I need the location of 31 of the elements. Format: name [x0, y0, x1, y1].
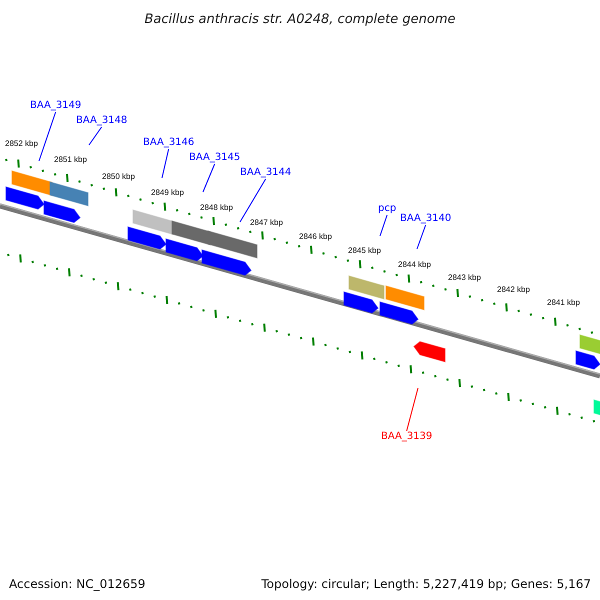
- position-tick-label: 2852 kbp: [5, 139, 38, 149]
- leader-line: [38, 112, 56, 162]
- position-tick-label: 2842 kbp: [497, 285, 530, 295]
- footer-text: Topology: circular; Length: 5,227,419 bp; Genes: 5,167: [261, 576, 591, 593]
- gene-label: BAA_3149: [30, 100, 82, 112]
- position-tick-label: 2848 kbp: [200, 203, 233, 213]
- title: Bacillus anthracis str. A0248, complete genome: [143, 11, 457, 29]
- gene-label: pcp: [378, 203, 396, 215]
- gene-label: BAA_3145: [189, 152, 240, 164]
- leader-line: [416, 224, 426, 250]
- footer-text: Accession: NC_012659: [9, 576, 146, 593]
- leader-line: [406, 388, 418, 432]
- position-tick-label: 2845 kbp: [348, 246, 381, 256]
- leader-line: [88, 126, 102, 146]
- position-tick-label: 2849 kbp: [151, 188, 184, 198]
- gene-label: BAA_3139: [381, 431, 432, 443]
- leader-line: [380, 214, 388, 236]
- position-tick-label: 2850 kbp: [102, 172, 135, 182]
- gene-label: BAA_3148: [76, 115, 128, 127]
- position-tick-label: 2841 kbp: [547, 298, 580, 308]
- position-tick-label: 2843 kbp: [448, 273, 481, 283]
- gene-label: BAA_3146: [143, 137, 194, 149]
- gene-label: BAA_3144: [240, 167, 292, 179]
- gene-label: BAA_3140: [400, 213, 452, 225]
- position-tick-label: 2851 kbp: [54, 155, 87, 165]
- leader-line: [162, 148, 170, 178]
- position-tick-label: 2844 kbp: [398, 260, 431, 270]
- position-tick-label: 2846 kbp: [299, 232, 332, 242]
- position-tick-label: 2847 kbp: [250, 218, 283, 228]
- leader-line: [202, 164, 216, 192]
- leader-line: [240, 178, 266, 222]
